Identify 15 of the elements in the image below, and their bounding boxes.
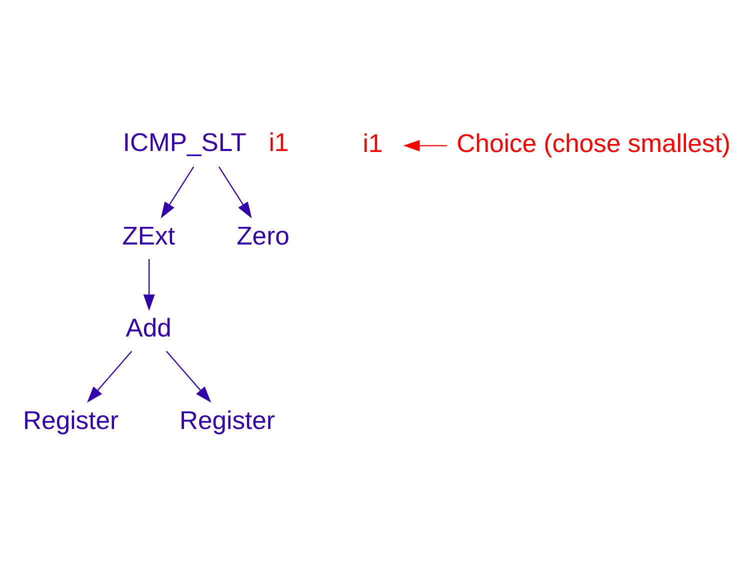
arrow [403, 139, 448, 151]
arrow [143, 258, 155, 310]
node-text: Register [23, 406, 119, 434]
node-text: i1 [362, 130, 383, 158]
arrow [160, 166, 194, 218]
node-text: Register [179, 406, 275, 434]
node-text: ZExt [122, 222, 175, 250]
arrow [166, 350, 212, 402]
node-text: ICMP_SLT [122, 128, 246, 157]
node-text: Zero [236, 222, 290, 250]
node-text: Add [126, 314, 172, 342]
node-label: i1 [268, 128, 289, 157]
arrow [87, 350, 132, 402]
arrow [218, 166, 252, 218]
node-text: Choice (chose smallest) [456, 130, 730, 158]
